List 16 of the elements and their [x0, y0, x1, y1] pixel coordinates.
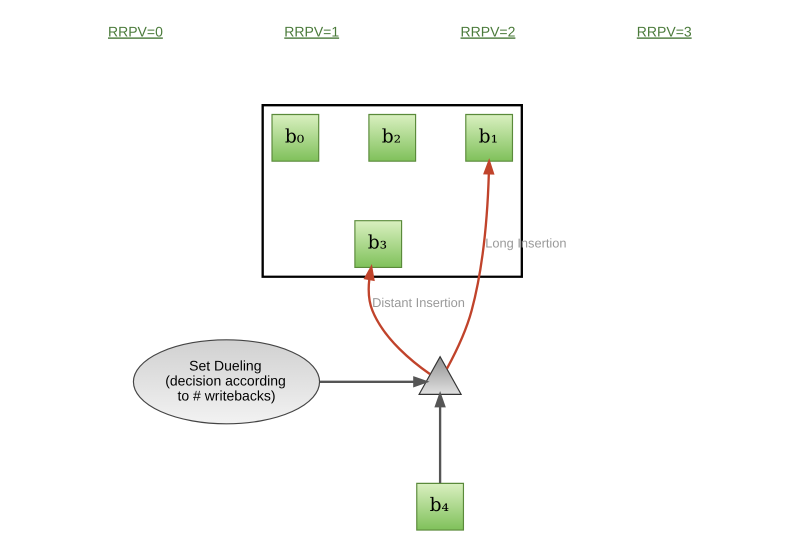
node-triangle: [418, 356, 462, 395]
node-box: b₀: [270, 114, 319, 162]
label: RRPV=3: [636, 23, 692, 40]
arrow: [434, 391, 446, 484]
arrow: [319, 376, 430, 388]
node-box: b₃: [354, 220, 402, 268]
node-box: b₁: [464, 114, 513, 162]
arrow: [445, 158, 494, 370]
node-ellipse: Set Dueling (decision according to # writebacks): [132, 339, 320, 424]
label: RRPV=2: [460, 23, 515, 40]
node-box: b₄: [416, 482, 464, 531]
arrow: [362, 264, 430, 375]
edge-label: Distant Insertion: [372, 294, 464, 310]
node-box: b₂: [368, 114, 416, 162]
label: RRPV=1: [284, 23, 339, 40]
label: RRPV=0: [108, 23, 162, 40]
